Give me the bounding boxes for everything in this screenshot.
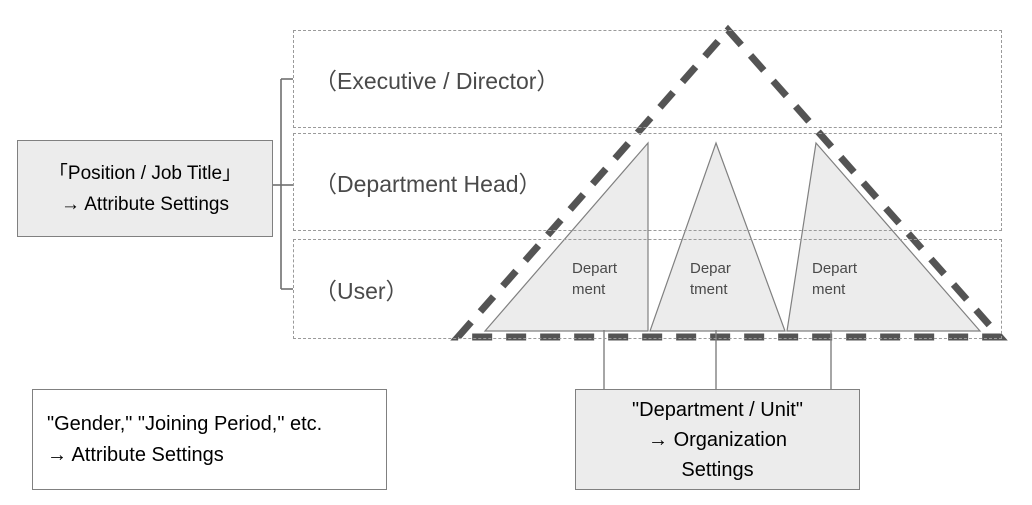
department-triangle-3 (786, 141, 982, 332)
department-label-3: Depart ment (812, 260, 858, 298)
tier-executive-director: （Executive / Director） (293, 30, 1002, 128)
department-triangle-2 (649, 141, 786, 332)
tier-department-head-label: （Department Head） (314, 171, 542, 197)
tier-department-head: （Department Head） (293, 133, 1002, 231)
position-job-title-callout: 「Position / Job Title」 → Attribute Setti… (17, 140, 273, 237)
tier-user: （User） (293, 239, 1002, 339)
position-bracket (273, 78, 293, 290)
attribute-settings-callout: "Gender," "Joining Period," etc. → Attri… (32, 389, 387, 490)
tier-executive-director-label: （Executive / Director） (314, 68, 560, 94)
department-triangle-1 (483, 141, 649, 332)
position-callout-line-2: → Attribute Settings (61, 193, 229, 215)
attribute-callout-line-1: "Gender," "Joining Period," etc. (47, 412, 323, 435)
department-label-2: Depar tment (690, 260, 731, 298)
organization-callout-line-3: Settings (681, 458, 754, 481)
tier-user-label: （User） (314, 278, 409, 304)
organization-pyramid-outline (450, 24, 1008, 341)
position-callout-line-1: 「Position / Job Title」 (48, 162, 242, 184)
organization-callout-line-1: "Department / Unit" (632, 398, 803, 421)
attribute-callout-line-2: → Attribute Settings (47, 443, 224, 466)
organization-settings-callout: "Department / Unit" → Organization Setti… (575, 389, 860, 490)
department-label-1: Depart ment (572, 260, 618, 298)
department-connectors (603, 330, 832, 389)
organization-callout-line-2: → Organization (648, 428, 787, 451)
